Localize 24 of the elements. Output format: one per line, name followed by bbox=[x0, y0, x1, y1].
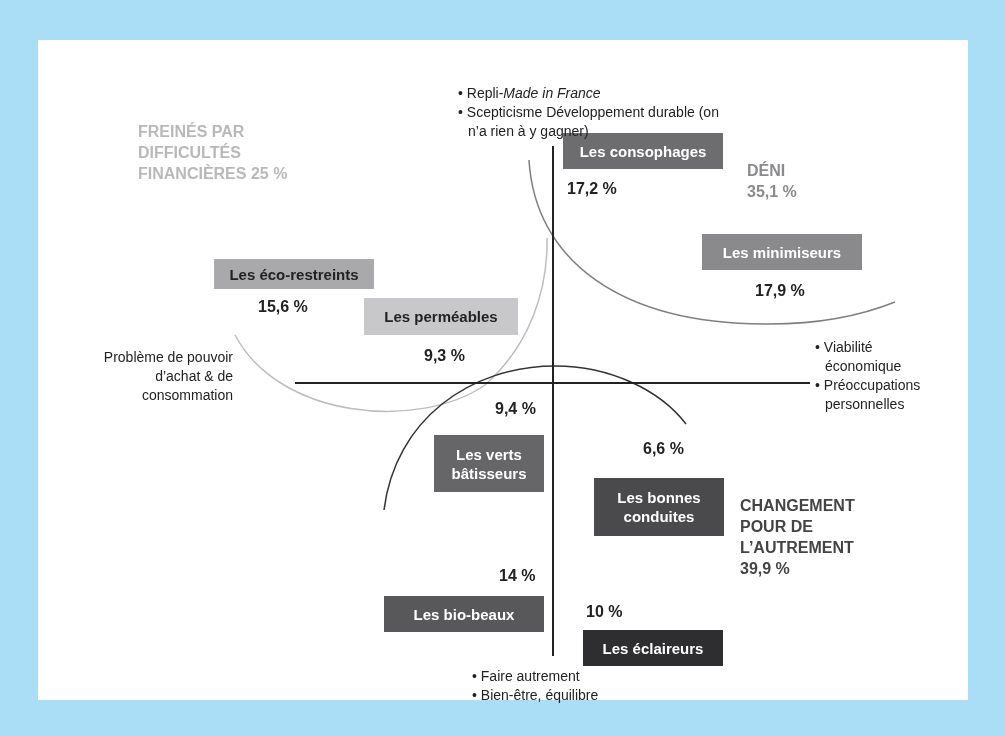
percentage-label: 14 % bbox=[499, 567, 536, 585]
group-title: CHANGEMENT POUR DE L’AUTREMENT 39,9 % bbox=[740, 496, 856, 579]
axis-note: Problème de pouvoir d’achat & de consommation bbox=[102, 348, 233, 405]
segment-box: Les minimiseurs bbox=[702, 234, 862, 270]
bullet-point: • Bien-être, équilibre bbox=[472, 686, 600, 705]
bullet-point: • Faire autrement bbox=[472, 667, 581, 686]
percentage-label: 10 % bbox=[586, 603, 623, 621]
group-title: DÉNI 35,1 % bbox=[747, 160, 798, 202]
segment-box: Les verts bâtisseurs bbox=[434, 435, 544, 492]
percentage-label: 15,6 % bbox=[258, 298, 308, 316]
percentage-label: 17,2 % bbox=[567, 180, 617, 198]
group-title: FREINÉS PAR DIFFICULTÉS FINANCIÈRES 25 % bbox=[138, 121, 289, 184]
percentage-label: 17,9 % bbox=[755, 282, 805, 300]
percentage-label: 9,4 % bbox=[495, 400, 536, 418]
percentage-label: 9,3 % bbox=[424, 347, 465, 365]
segment-box: Les éclaireurs bbox=[583, 630, 723, 666]
bullet-point: • Préoccupations personnelles bbox=[815, 376, 922, 414]
segment-box: Les éco-restreints bbox=[214, 259, 374, 289]
segment-box: Les perméables bbox=[364, 298, 518, 335]
percentage-label: 6,6 % bbox=[643, 440, 684, 458]
bullet-point: • Viabilité économique bbox=[815, 338, 903, 376]
bullet-point: • Repli-Made in France bbox=[458, 84, 602, 103]
segment-box: Les bio-beaux bbox=[384, 596, 544, 632]
segment-box: Les bonnes conduites bbox=[594, 478, 724, 536]
